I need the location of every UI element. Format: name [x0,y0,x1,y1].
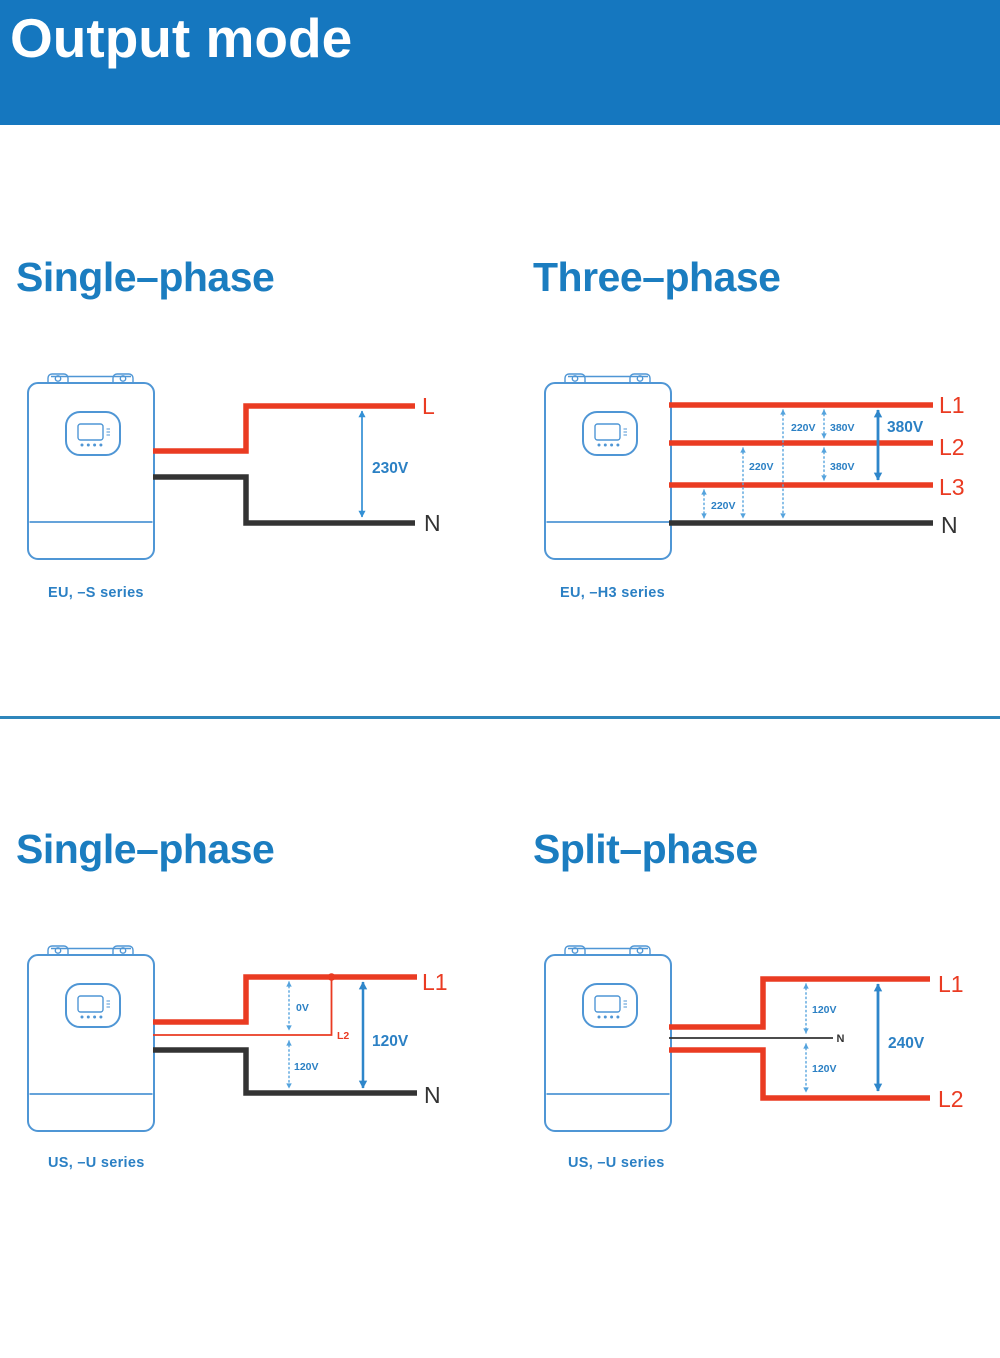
voltage-label-l2-l3: 380V [830,461,855,473]
diagram1-caption: EU, –S series [48,585,144,601]
line-label-l2: L2 [337,1030,349,1042]
line-label-l: L [422,393,435,419]
line-label-n: N [424,1082,441,1108]
voltage-label-n-l2: 120V [812,1063,837,1075]
line-label-n: N [424,510,441,536]
diagram2-caption: EU, –H3 series [560,585,665,601]
line-label-l1: L1 [939,392,965,418]
diagram-split-phase-us: 120V 120V 240V N L1 L2 [544,945,964,1132]
line-label-l3: L3 [939,474,965,500]
line-label-n: N [941,512,958,538]
voltage-label-l1-l3: 380V [887,419,924,436]
line-label-l2: L2 [938,1086,964,1112]
wire-n [153,474,415,526]
wire-l1 [153,974,417,1025]
wire-n [153,1047,417,1096]
wire-l2 [669,1047,930,1101]
inverter-device [27,945,155,1132]
diagram2-title: Three–phase [533,254,781,300]
line-label-l1: L1 [422,969,448,995]
diagram4-caption: US, –U series [568,1155,665,1171]
wire-l2 [153,980,333,1036]
diagram-three-phase-eu: 220V 380V 220V 380V 220V 380V L1 L2 L3 N [544,373,965,560]
voltage-label-l1-l2: 380V [830,422,855,434]
diagram3-title: Single–phase [16,826,275,872]
junction-dot [327,973,336,981]
inverter-device [544,945,672,1132]
diagram3-caption: US, –U series [48,1155,145,1171]
voltage-label-l2-n: 220V [749,461,774,473]
voltage-label-l1-n: 120V [812,1004,837,1016]
page-title: Output mode [10,7,353,69]
section-divider [0,716,1000,719]
diagram1-title: Single–phase [16,254,275,300]
inverter-device [27,373,155,560]
line-label-l2: L2 [939,434,965,460]
voltage-label-l1-n: 120V [372,1033,409,1050]
voltage-label-l1-l2: 240V [888,1035,925,1052]
diagram-single-phase-us: 0V 120V 120V L2 L1 N [27,945,448,1132]
voltage-label-l-n: 230V [372,460,409,477]
voltage-label-l1-n: 220V [791,422,816,434]
wire-l1 [669,976,930,1030]
line-label-l1: L1 [938,971,964,997]
inverter-device [544,373,672,560]
voltage-label-l1-l2: 0V [296,1002,309,1014]
voltage-label-l2-n: 120V [294,1061,319,1073]
line-label-n: N [837,1033,845,1045]
wire-l [153,403,415,454]
diagram-single-phase-eu: 230V L N [27,373,441,560]
header-banner: Output mode [0,0,1000,125]
diagram4-title: Split–phase [533,826,758,872]
voltage-label-l3-n: 220V [711,500,736,512]
